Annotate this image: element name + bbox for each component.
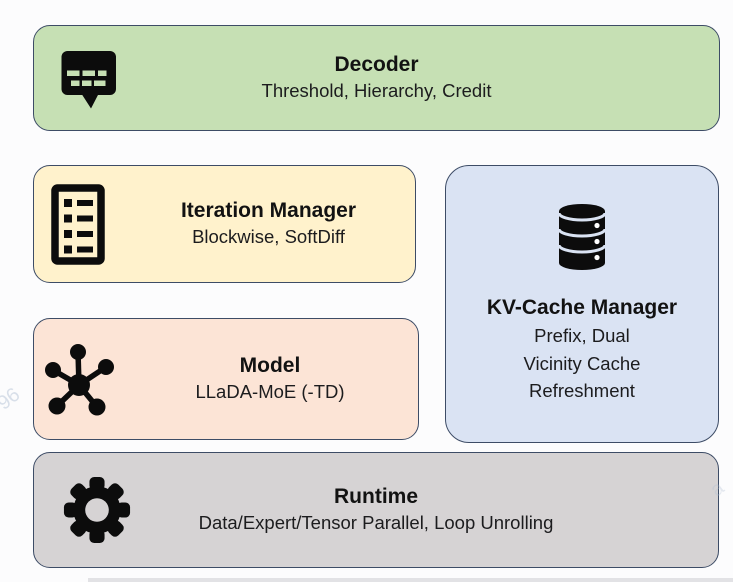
list-document-icon bbox=[51, 183, 105, 265]
runtime-title: Runtime bbox=[334, 485, 418, 509]
runtime-subtitle: Data/Expert/Tensor Parallel, Loop Unroll… bbox=[198, 512, 554, 534]
decoder-box: Decoder Threshold, Hierarchy, Credit bbox=[33, 25, 720, 131]
speech-bubble-icon bbox=[61, 47, 117, 109]
iteration-manager-box: Iteration Manager Blockwise, SoftDiff bbox=[33, 165, 416, 283]
bottom-edge-strip bbox=[88, 578, 733, 582]
kv-subtitle-line-1: Prefix, Dual bbox=[534, 324, 630, 346]
network-hub-icon bbox=[42, 342, 114, 416]
kv-subtitle-line-3: Refreshment bbox=[529, 380, 635, 402]
kv-subtitle-line-2: Vicinity Cache bbox=[523, 352, 641, 374]
decoder-subtitle: Threshold, Hierarchy, Credit bbox=[261, 80, 492, 102]
model-subtitle: LLaDA-MoE (-TD) bbox=[195, 381, 345, 403]
kv-cache-manager-title: KV-Cache Manager bbox=[486, 295, 678, 319]
gear-icon bbox=[63, 476, 131, 544]
kv-cache-manager-subtitle: Prefix, Dual Vicinity Cache Refreshment bbox=[524, 322, 641, 405]
iteration-manager-title: Iteration Manager bbox=[180, 199, 357, 223]
decoder-title: Decoder bbox=[334, 53, 419, 77]
model-title: Model bbox=[239, 354, 301, 378]
runtime-box: Runtime Data/Expert/Tensor Parallel, Loo… bbox=[33, 452, 719, 568]
watermark-fragment-left: 96 bbox=[0, 383, 25, 415]
iteration-manager-subtitle: Blockwise, SoftDiff bbox=[192, 226, 345, 248]
model-box: Model LLaDA-MoE (-TD) bbox=[33, 318, 419, 440]
database-icon bbox=[557, 203, 607, 273]
kv-cache-manager-box: KV-Cache Manager Prefix, Dual Vicinity C… bbox=[445, 165, 719, 443]
